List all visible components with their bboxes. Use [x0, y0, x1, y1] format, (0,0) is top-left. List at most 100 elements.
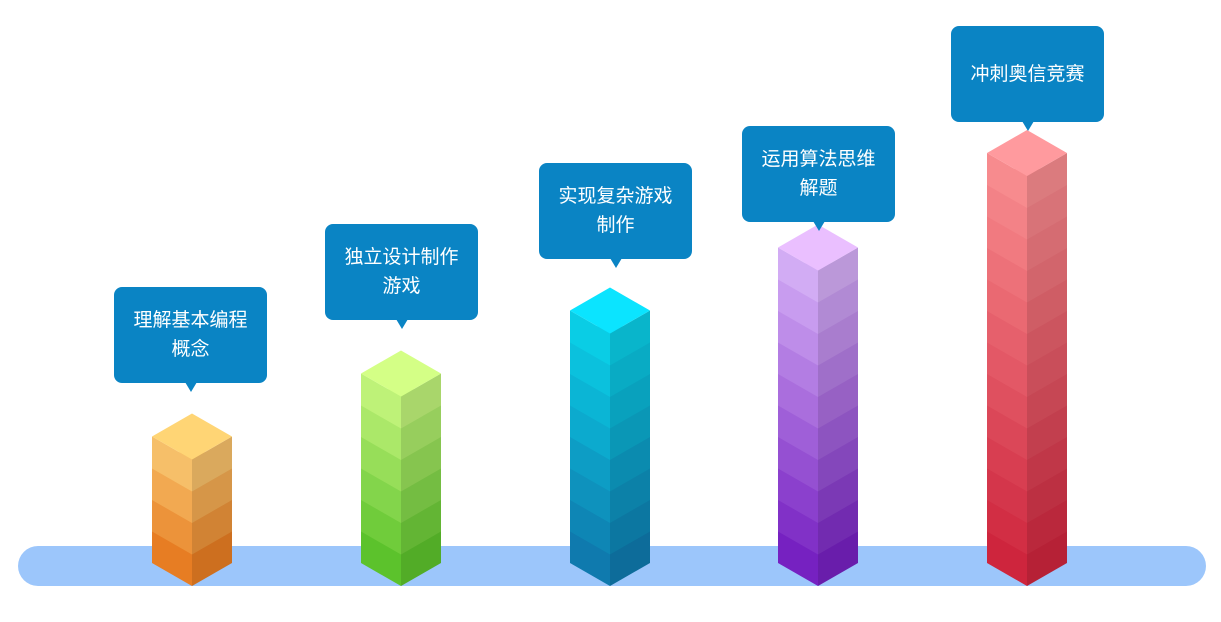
block-top-face [778, 224, 858, 271]
callout-stage-2-line-2: 游戏 [382, 275, 421, 297]
callout-stage-1-line-1: 理解基本编程 [133, 309, 248, 331]
block-right-face [192, 531, 232, 586]
block-right-face [818, 247, 858, 303]
block-left-face [778, 531, 818, 586]
block-right-face [610, 373, 650, 429]
block-left-face [570, 468, 610, 523]
block [361, 350, 441, 429]
callout-stage-3-line-2: 制作 [596, 214, 635, 236]
callout-stage-3: 实现复杂游戏 制作 [539, 163, 692, 268]
block-left-face [987, 531, 1027, 586]
block-right-face [610, 531, 650, 586]
block-right-face [1027, 279, 1067, 334]
callout-stage-4-line-2: 解题 [799, 177, 838, 199]
block-right-face [1027, 468, 1067, 523]
block-left-face [570, 436, 610, 492]
callout-stage-3-line-1: 实现复杂游戏 [558, 185, 673, 207]
block-left-face [778, 468, 818, 523]
callout-stage-4: 运用算法思维 解题 [742, 126, 895, 231]
block-left-face [152, 436, 192, 492]
block-right-face [401, 436, 441, 492]
block-left-face [987, 216, 1027, 271]
callout-stage-2: 独立设计制作 游戏 [325, 224, 478, 329]
tower-stage-2 [361, 350, 441, 586]
block-right-face [818, 279, 858, 334]
block-right-face [401, 468, 441, 523]
block-left-face [361, 405, 401, 460]
block-right-face [818, 531, 858, 586]
block-left-face [152, 499, 192, 555]
block-left-face [987, 279, 1027, 334]
block [152, 413, 232, 492]
tower-stage-5 [987, 130, 1067, 586]
block-left-face [987, 436, 1027, 492]
block-right-face [818, 310, 858, 366]
callout-stage-5-line-1: 冲刺奥信竞赛 [970, 62, 1085, 85]
block-right-face [1027, 531, 1067, 586]
block-right-face [610, 405, 650, 460]
block-right-face [1027, 373, 1067, 429]
block-left-face [778, 310, 818, 366]
block-left-face [570, 531, 610, 586]
block-right-face [610, 436, 650, 492]
block-right-face [818, 436, 858, 492]
block-right-face [818, 405, 858, 460]
block-left-face [778, 279, 818, 334]
block-left-face [361, 436, 401, 492]
block-right-face [192, 468, 232, 523]
block-left-face [987, 373, 1027, 429]
block-right-face [401, 531, 441, 586]
block-left-face [987, 468, 1027, 523]
block-left-face [778, 342, 818, 397]
block-top-face [570, 287, 650, 334]
block-right-face [610, 468, 650, 523]
block-left-face [987, 247, 1027, 303]
block-left-face [361, 373, 401, 429]
block-left-face [152, 531, 192, 586]
block-left-face [778, 499, 818, 555]
callout-stage-4-line-1: 运用算法思维 [761, 148, 876, 170]
callout-stage-5: 冲刺奥信竞赛 [951, 26, 1104, 131]
block-right-face [1027, 342, 1067, 397]
block-right-face [818, 468, 858, 523]
block [570, 287, 650, 366]
tower-stage-3 [570, 287, 650, 586]
block-left-face [570, 310, 610, 366]
block-right-face [1027, 216, 1067, 271]
block-left-face [778, 436, 818, 492]
block-left-face [987, 405, 1027, 460]
block-right-face [610, 342, 650, 397]
block-right-face [401, 499, 441, 555]
block-left-face [987, 153, 1027, 208]
callout-stage-1-line-2: 概念 [171, 338, 210, 360]
block-left-face [570, 405, 610, 460]
block-top-face [987, 130, 1067, 176]
block-left-face [778, 247, 818, 303]
block-left-face [361, 499, 401, 555]
block-left-face [361, 531, 401, 586]
tower-stage-4 [778, 224, 858, 586]
block-right-face [1027, 184, 1067, 240]
block-right-face [818, 342, 858, 397]
block-right-face [610, 310, 650, 366]
block-left-face [987, 184, 1027, 240]
block-right-face [1027, 247, 1067, 303]
block-left-face [987, 310, 1027, 366]
block-top-face [361, 350, 441, 397]
block-left-face [570, 499, 610, 555]
block-right-face [610, 499, 650, 555]
block-left-face [570, 373, 610, 429]
block-left-face [778, 405, 818, 460]
block-right-face [192, 499, 232, 555]
block [778, 224, 858, 303]
block-right-face [1027, 436, 1067, 492]
block-right-face [818, 373, 858, 429]
block-left-face [570, 342, 610, 397]
block-right-face [1027, 310, 1067, 366]
block-right-face [1027, 499, 1067, 555]
callout-stage-1: 理解基本编程 概念 [114, 287, 267, 392]
block-left-face [361, 468, 401, 523]
block [987, 130, 1067, 208]
block-right-face [818, 499, 858, 555]
